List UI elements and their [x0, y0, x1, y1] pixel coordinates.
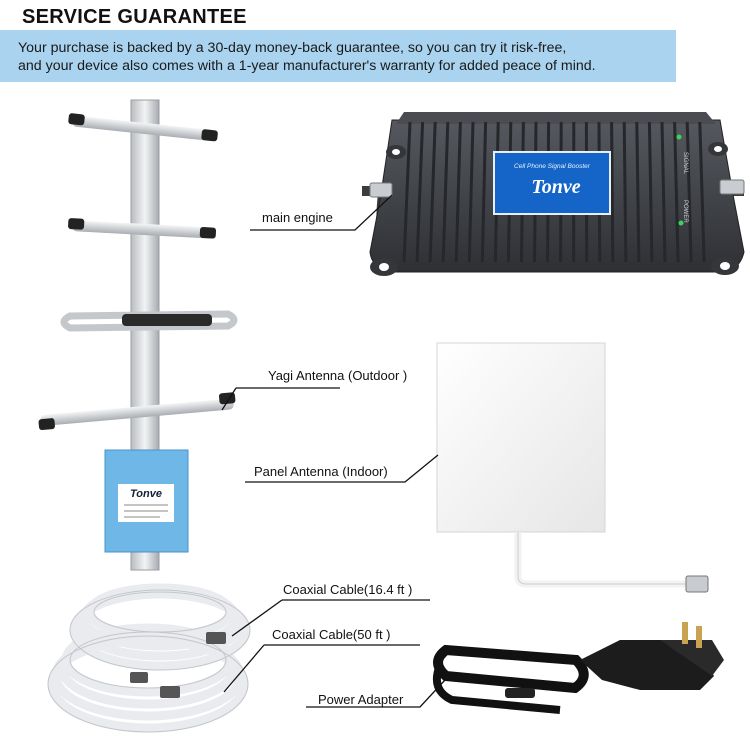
booster-led-top-label: SIGNAL [682, 152, 688, 175]
coax-connector-1 [206, 632, 226, 644]
heatsink-fin [454, 121, 462, 263]
heatsink-fin [467, 121, 475, 263]
yagi-folded-dipole [60, 310, 238, 332]
booster-connector-left [369, 182, 393, 198]
power-adapter [433, 622, 724, 714]
yagi-brand-text: Tonve [130, 488, 162, 500]
adapter-prong-2 [696, 626, 702, 648]
callout-lines [221, 194, 446, 708]
heatsink-fin [402, 121, 412, 263]
power-led [678, 220, 684, 226]
booster-brand: Tonve [531, 176, 580, 198]
heatsink-fin [428, 121, 437, 263]
panel-antenna [436, 342, 709, 593]
callout-panel-antenna: Panel Antenna (Indoor) [254, 464, 388, 479]
booster-led-bottom-label: POWER [682, 200, 688, 223]
booster-sublabel: Cell Phone Signal Booster [514, 163, 591, 170]
yagi-element-2 [68, 218, 217, 239]
heatsink-fin [415, 121, 425, 263]
callout-power-adapter: Power Adapter [318, 692, 404, 707]
yagi-antenna: Tonve [38, 99, 238, 571]
heatsink-fin [647, 121, 654, 263]
booster-connector-right [719, 179, 745, 195]
heatsink-fin [441, 121, 450, 263]
heatsink-fin [698, 121, 706, 263]
heatsink-fin [622, 121, 628, 263]
panel-connector [685, 575, 709, 593]
callout-main-engine: main engine [262, 210, 333, 225]
heatsink-fin [480, 121, 488, 263]
heatsink-fin [673, 121, 680, 263]
signal-led [676, 134, 682, 140]
callout-yagi-antenna: Yagi Antenna (Outdoor ) [268, 368, 408, 383]
heatsink-fin [685, 121, 693, 263]
yagi-element-1 [68, 113, 218, 142]
booster-label [493, 151, 611, 215]
callout-coax-50ft: Coaxial Cable(50 ft ) [272, 627, 391, 642]
callout-coax-16ft: Coaxial Cable(16.4 ft ) [283, 582, 413, 597]
heatsink-fin [660, 121, 667, 263]
guarantee-line-2: and your device also comes with a 1-year… [18, 58, 596, 74]
heatsink-fin [610, 121, 615, 263]
heatsink-fin [635, 121, 641, 263]
coax-cables [47, 583, 251, 733]
booster-unit: Cell Phone Signal Booster Tonve SIGNAL P… [362, 112, 745, 276]
guarantee-line-1: Your purchase is backed by a 30-day mone… [18, 40, 567, 56]
panel-antenna-body [436, 342, 606, 533]
page-title: SERVICE GUARANTEE [22, 6, 247, 28]
coax-connector-2 [130, 672, 148, 683]
coax-connector-3 [160, 686, 180, 698]
guarantee-banner: Your purchase is backed by a 30-day mone… [0, 30, 676, 82]
yagi-plate-label [118, 484, 174, 522]
adapter-prong-1 [682, 622, 688, 644]
